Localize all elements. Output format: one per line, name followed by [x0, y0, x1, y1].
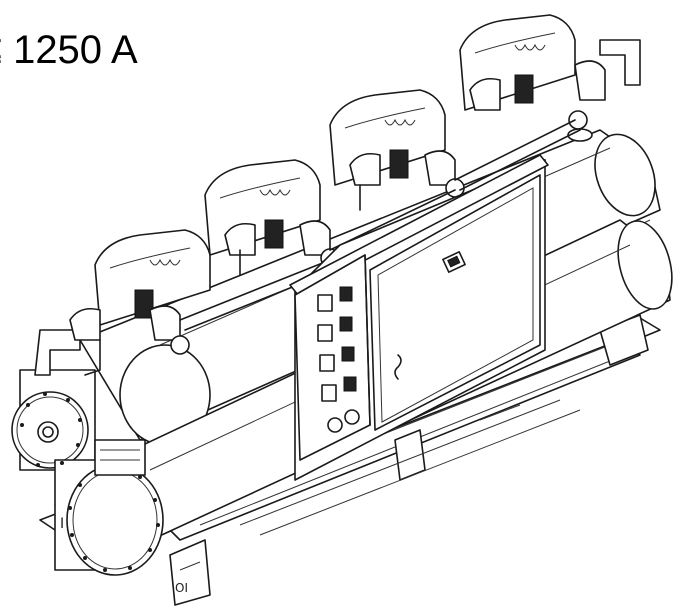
svg-text:OI: OI — [175, 581, 188, 595]
control-panel — [289, 154, 549, 481]
junction-box — [94, 439, 146, 476]
left-flange-upper — [11, 369, 96, 471]
svg-text:I: I — [60, 516, 64, 532]
compressor-4 — [459, 14, 641, 142]
compressor-1 — [34, 229, 211, 376]
switch-column — [317, 286, 360, 433]
compressor-2 — [204, 159, 340, 268]
current-rating-label: ≤ 1250 A — [0, 28, 138, 72]
compressor-3 — [329, 89, 465, 198]
